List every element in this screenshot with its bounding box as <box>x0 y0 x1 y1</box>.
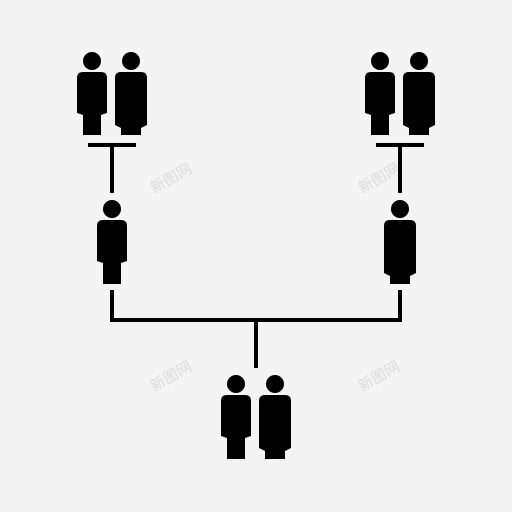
person-icon <box>403 52 435 135</box>
watermarks: 新图网 新图网 新图网 新图网 <box>147 159 403 395</box>
person-icon <box>384 200 416 284</box>
watermark-text: 新图网 <box>355 357 403 395</box>
right-couple-stem <box>398 147 402 193</box>
watermark-text: 新图网 <box>147 357 195 395</box>
person-icon <box>77 52 107 135</box>
connector-lines <box>88 143 424 368</box>
watermark-text: 新图网 <box>355 159 403 197</box>
left-couple-stem <box>110 147 114 193</box>
person-icon <box>365 52 395 135</box>
person-icon <box>221 375 251 459</box>
person-icon <box>259 375 291 459</box>
right-parent-stem <box>398 290 402 322</box>
left-parent-stem <box>110 290 114 322</box>
watermark-text: 新图网 <box>147 159 195 197</box>
left-couple-bar <box>88 143 136 147</box>
person-icon <box>115 52 147 135</box>
children-stem <box>254 322 258 368</box>
parents-bar <box>110 318 402 322</box>
people <box>77 52 435 459</box>
person-icon <box>97 200 127 284</box>
right-couple-bar <box>376 143 424 147</box>
